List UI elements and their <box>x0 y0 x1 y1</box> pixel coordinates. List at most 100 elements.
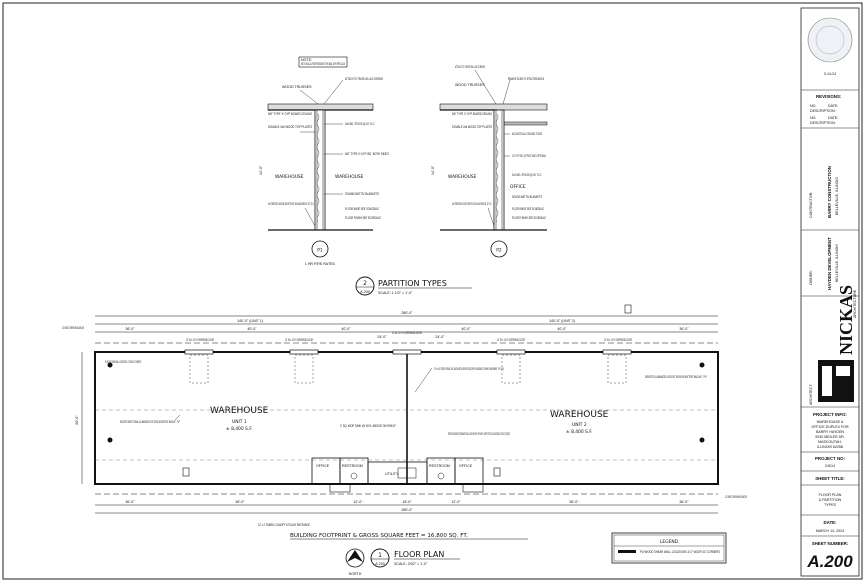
overhead-doors <box>184 349 632 384</box>
project-no-label: PROJECT NO: <box>815 456 846 461</box>
p1-left-room: WAREHOUSE <box>275 174 304 180</box>
room-office-right: OFFICE <box>459 464 473 468</box>
title-block-frame <box>800 7 860 577</box>
p1-subtitle: 1 HR FIRE RATED <box>305 262 336 266</box>
sheet-title-label: SHEET TITLE: <box>815 476 845 481</box>
project-info-5: MASCOUTAH, <box>818 440 842 444</box>
note-overhang-top: 12' WIDE OVERHANG ABOVE <box>62 326 84 330</box>
p2-wall <box>493 109 505 231</box>
extinguisher-2 <box>493 467 501 477</box>
project-info-label: PROJECT INFO: <box>813 412 847 417</box>
top-seg-5: 24'-0" <box>435 335 445 339</box>
note-exit-directional: DENOTES DIRECTIONAL ILLUMINATED EXIT SIG… <box>120 420 180 424</box>
architect-subtext: ARCHITECTURE <box>853 289 857 318</box>
exit-sign-marker-2 <box>107 437 113 443</box>
p2-callout-right-7: FLOOR BASE SEE SCHEDULE <box>512 207 544 211</box>
p2-callout-right-8: FLOOR FINISH SEE SCHEDULE <box>512 216 546 220</box>
unit-1-area: ± 8,400 S.F. <box>226 426 252 432</box>
room-utility: UTILITY <box>385 472 399 476</box>
p1-tag-circle <box>311 240 329 258</box>
note-canopy: 12' x 2' FABRIC CANOPY AT EACH ENTRANCE <box>258 523 310 527</box>
stamp-date: 3-14-24 <box>824 72 836 76</box>
project-info-3: BARRY HAYDEN <box>816 430 844 434</box>
date-label: DATE: <box>823 520 837 525</box>
p2-callout-left-2: WOOD TRUSSES <box>455 83 485 87</box>
p2-callouts-right: REBAR ATTACHED TO STRUCTURE ABOVE ACOUST… <box>502 77 546 220</box>
restroom-left <box>339 457 369 485</box>
p2-tag-circle <box>490 240 508 258</box>
p1-callout-left-1: WOOD TRUSSES <box>282 85 312 89</box>
sheet-number-label: SHEET NUMBER: <box>812 541 849 546</box>
sheet-title-3: TYPES <box>824 503 836 507</box>
dim-overall-label: 280'-0" <box>401 311 413 315</box>
room-office-left: OFFICE <box>316 464 330 468</box>
project-no: 24014 <box>825 464 835 468</box>
unit-1-number: UNIT 1 <box>232 419 247 425</box>
project-info-4: 9240 MEILER DR. <box>815 435 845 439</box>
p1-callout-right-2: 2x6 WD. STUDS @ 16" O.C. <box>345 122 375 126</box>
footprint-text: BUILDING FOOTPRINT & GROSS SQUARE FEET =… <box>290 533 468 539</box>
door-tag-1: 12' W x 12' H OVERHEAD DOOR <box>186 338 214 342</box>
door-tag-5: 12' W x 12' H OVERHEAD DOOR <box>604 338 632 342</box>
rev-2-desc: DESCRIPTION: <box>810 121 836 125</box>
bottom-segment-labels: 36'-0" 36'-0" 12'-0" 18'-0" 12'-0" 36'-0… <box>125 500 689 504</box>
partition-types-number-circle <box>355 276 375 296</box>
rev-1-no: NO. <box>810 104 816 108</box>
sheet-number: A.200 <box>806 552 853 571</box>
bottom-seg-7: 36'-0" <box>679 500 689 504</box>
floor-plan-title: 1 A.200 FLOOR PLAN SCALE: 3/32" = 1'-0" <box>370 548 460 568</box>
north-arrow: NORTH <box>345 548 365 576</box>
bottom-seg-4: 18'-0" <box>402 500 412 504</box>
contractor-address: BELLEVILLE, ILLINOIS <box>835 177 839 215</box>
architect-logo-text: NICKAS <box>836 285 856 355</box>
partition-types-title: 2 A.200 PARTITION TYPES SCALE: 1 1/2" = … <box>355 276 472 296</box>
p1-tag: P1 <box>317 248 323 254</box>
canopy-left <box>329 483 351 493</box>
door-tag-2: 12' W x 12' H OVERHEAD DOOR <box>285 338 313 342</box>
rev-1-date: DATE: <box>828 104 838 108</box>
canopy-right <box>462 483 484 493</box>
unit-1-name: WAREHOUSE <box>210 406 269 416</box>
p1-callout-right-5: FLOOR BASE SEE SCHEDULE <box>345 207 379 211</box>
date-value: MARCH 14, 2024 <box>816 529 844 533</box>
note-overhang-bottom: 12' WIDE OVERHANG ABOVE <box>725 495 747 499</box>
office-core: OFFICE RESTROOM UTILITY RESTROOM OFFICE <box>311 457 484 485</box>
north-label: NORTH <box>349 572 362 576</box>
unit-2-label: WAREHOUSE UNIT 2 ± 8,400 S.F. <box>550 410 609 435</box>
top-seg-7: 40'-0" <box>557 327 567 331</box>
bottom-seg-6: 36'-0" <box>569 500 579 504</box>
p1-callout-right-3: 5/8" TYPE X GYP. BD. BOTH SIDES <box>345 152 389 156</box>
utility-right <box>406 461 428 485</box>
top-seg-4: 24'-0" <box>377 335 387 339</box>
bottom-seg-2: 36'-0" <box>235 500 245 504</box>
top-seg-2: 40'-0" <box>247 327 257 331</box>
partition-types-scale: SCALE: 1 1/2" = 1'-0" <box>378 291 413 295</box>
p1-callout-left-4: 2x6 TREATED WOOD SHOE PLATE W/ ANCHORS A… <box>268 202 314 206</box>
p1-wall <box>314 109 326 231</box>
top-seg-6: 40'-0" <box>461 327 471 331</box>
door-tag-4: 12' W x 12' H OVERHEAD DOOR <box>497 338 525 342</box>
p1-right-room: WAREHOUSE <box>335 174 364 180</box>
door-tag-3: 12' W x 12' H OVERHEAD DOOR <box>392 331 422 335</box>
owner-address: BELLEVILLE, ILLINOIS <box>835 244 839 282</box>
exit-markers <box>107 304 705 477</box>
note-mop-sink: 2' SQ. MOP SINK W/ W.H. ABOVE ON SHELF <box>340 424 397 428</box>
top-seg-1: 36'-0" <box>125 327 135 331</box>
bottom-seg-5: 12'-0" <box>451 500 461 504</box>
p2-callout-right-4: 2x4 WD. STUDS @ 16" O.C. <box>512 173 542 177</box>
office-right <box>454 457 484 485</box>
floor-plan-number-circle <box>370 548 390 568</box>
dim-depth: 60'-0" <box>75 415 79 425</box>
partition-types-number: 2 <box>363 280 367 287</box>
note-extinguisher: FIRE EXTINGUISHER COORDINATE FINAL LOCAT… <box>448 432 510 436</box>
unit-2-number: UNIT 2 <box>572 422 587 428</box>
p1-truss-band <box>267 103 374 111</box>
room-restroom-right: RESTROOM <box>429 464 450 468</box>
legend-title: LEGEND <box>660 539 679 545</box>
p2-callout-right-2: ACOUSTICAL CEILING TILES <box>512 132 542 136</box>
floor-plan-scale: SCALE: 3/32" = 1'-0" <box>394 562 428 566</box>
exit-sign-marker-3 <box>699 362 705 368</box>
title-block: 3-14-24 REVISIONS: NO. DATE: DESCRIPTION… <box>800 7 860 577</box>
